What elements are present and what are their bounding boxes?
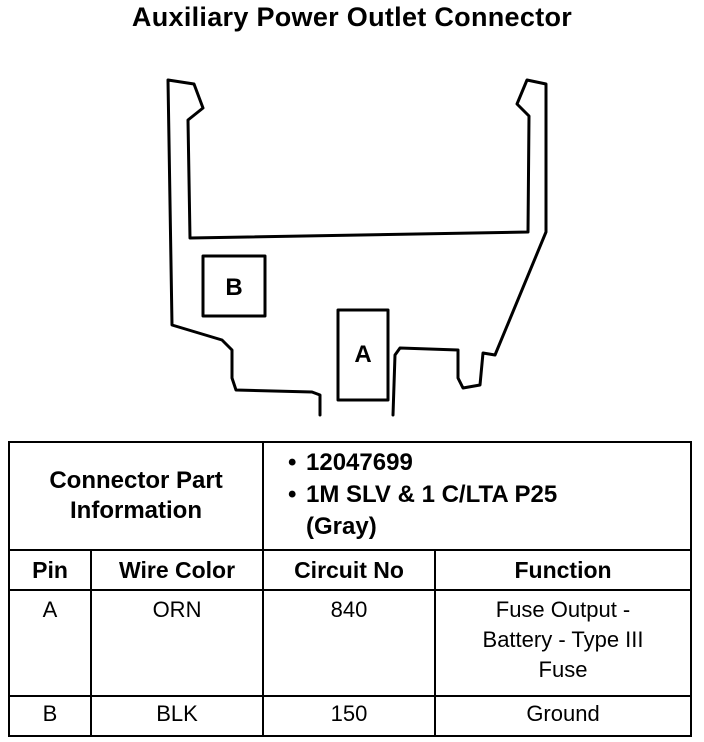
pin-b-label: B: [225, 274, 242, 301]
table-row: B BLK 150 Ground: [8, 695, 693, 737]
wire-color-cell: BLK: [89, 695, 265, 737]
circuit-no-cell: 150: [262, 695, 437, 737]
header-wire-color: Wire Color: [89, 549, 265, 591]
function-cell: Fuse Output - Battery - Type III Fuse: [434, 589, 693, 697]
pin-a-label: A: [354, 341, 371, 368]
pin-b-cavity: [201, 254, 267, 318]
part-info-list: •12047699 •1M SLV & 1 C/LTA P25 (Gray): [262, 441, 693, 551]
connector-part-label: Connector Part Information: [7, 441, 265, 551]
header-pin: Pin: [8, 549, 92, 591]
part-info-row: Connector Part Information •12047699 •1M…: [7, 441, 693, 551]
part-description: •1M SLV & 1 C/LTA P25: [288, 481, 558, 508]
part-color: (Gray): [306, 513, 377, 540]
header-function: Function: [434, 549, 693, 591]
pin-a-cavity: [336, 308, 390, 402]
table-header-row: Pin Wire Color Circuit No Function: [8, 549, 693, 591]
connector-info-table: Connector Part Information •12047699 •1M…: [7, 441, 693, 737]
header-circuit-no: Circuit No: [262, 549, 437, 591]
pin-cell: B: [8, 695, 92, 737]
pin-cell: A: [8, 589, 92, 697]
wire-color-cell: ORN: [89, 589, 265, 697]
table-row: A ORN 840 Fuse Output - Battery - Type I…: [8, 589, 693, 697]
connector-drawing: B A: [166, 78, 548, 417]
diagram-title: Auxiliary Power Outlet Connector: [131, 2, 573, 32]
part-number: •12047699: [288, 449, 413, 476]
connector-housing-outline: [166, 78, 548, 417]
function-cell: Ground: [434, 695, 693, 737]
circuit-no-cell: 840: [262, 589, 437, 697]
